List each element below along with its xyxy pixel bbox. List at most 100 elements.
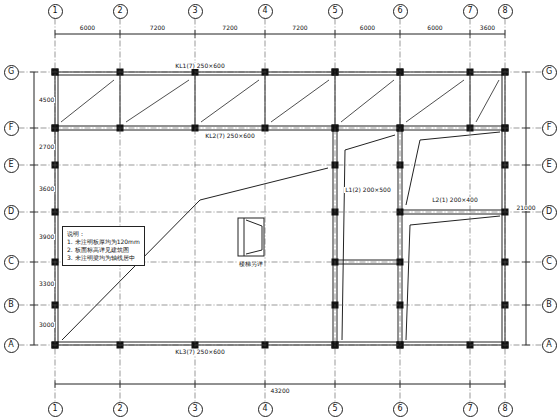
notes-box: 说明：1. 未注明板厚均为120mm2. 板面标高详见建筑图3. 未注明梁均为轴…: [62, 226, 145, 266]
slab-line: [406, 132, 500, 205]
axis-number: 2: [117, 405, 122, 413]
axis-bubble: B: [542, 298, 557, 313]
axis-bubble: 8: [498, 402, 513, 417]
axis-bubble: A: [542, 338, 557, 353]
dimension-text: 7200: [149, 25, 166, 31]
tick-line: [476, 80, 499, 122]
axis-bubble: C: [542, 255, 557, 270]
axis-number: 5: [332, 405, 337, 413]
axis-bubble: F: [4, 121, 19, 136]
axis-number: G: [546, 68, 552, 76]
dimension-text: 21000: [515, 205, 536, 211]
beam: [333, 128, 334, 345]
axis-number: 6: [397, 7, 402, 15]
beam: [400, 210, 505, 211]
note-text: 1. 未注明板厚均为120mm: [67, 238, 140, 246]
dimension-text: 3000: [38, 322, 55, 328]
axis-number: D: [8, 208, 14, 216]
axis-number: C: [8, 258, 14, 266]
axis-bubble: D: [542, 205, 557, 220]
axis-bubble: 2: [113, 402, 128, 417]
axis-number: A: [546, 341, 551, 349]
axis-bubble: F: [542, 121, 557, 136]
tick-line: [271, 80, 329, 122]
axis-number: 7: [467, 405, 472, 413]
tick-line: [61, 80, 114, 122]
dimension-line: [55, 34, 505, 35]
axis-bubble: 6: [393, 402, 408, 417]
axis-number: 4: [262, 405, 267, 413]
note-text: 2. 板面标高详见建筑图: [67, 246, 140, 254]
beam: [402, 128, 403, 345]
axis-line: [120, 19, 121, 402]
axis-line: [195, 19, 196, 402]
axis-line: [470, 19, 471, 402]
tick-line: [126, 80, 189, 122]
axis-bubble: 3: [188, 4, 203, 19]
note-text: 3. 未注明梁均为轴线居中: [67, 254, 140, 262]
slab-line: [406, 216, 500, 340]
dimension-text: 4500: [38, 97, 55, 103]
axis-bubble: 7: [463, 402, 478, 417]
axis-bubble: B: [4, 298, 19, 313]
axis-line: [19, 128, 542, 129]
axis-line: [19, 212, 542, 213]
axis-number: F: [9, 124, 14, 132]
axis-bubble: 8: [498, 4, 513, 19]
slab-line: [342, 135, 395, 340]
axis-line: [55, 19, 56, 402]
axis-number: A: [8, 341, 13, 349]
axis-number: 6: [397, 405, 402, 413]
beam: [398, 128, 399, 345]
axis-line: [335, 19, 336, 402]
dimension-text: 3600: [38, 186, 55, 192]
dimension-text: 43200: [269, 388, 290, 394]
axis-number: 3: [192, 7, 197, 15]
beam: [400, 214, 505, 215]
axis-number: 2: [117, 7, 122, 15]
dimension-text: 2700: [38, 144, 55, 150]
axis-number: D: [546, 208, 552, 216]
axis-number: C: [546, 258, 552, 266]
stair-symbol: [238, 218, 264, 256]
dimension-text: 6000: [359, 25, 376, 31]
axis-bubble: 5: [328, 4, 343, 19]
dimension-text: 7200: [221, 25, 238, 31]
axis-bubble: 3: [188, 402, 203, 417]
beam-label: KL1(7) 250×600: [174, 63, 225, 69]
axis-number: 5: [332, 7, 337, 15]
dimension-text: 3300: [38, 281, 55, 287]
axis-bubble: 6: [393, 4, 408, 19]
axis-line: [19, 165, 542, 166]
axis-number: 3: [192, 405, 197, 413]
axis-number: G: [8, 68, 14, 76]
axis-number: E: [546, 161, 551, 169]
axis-number: B: [546, 301, 552, 309]
axis-number: 8: [502, 405, 507, 413]
axis-bubble: 4: [258, 402, 273, 417]
dimension-text: 7200: [291, 25, 308, 31]
axis-bubble: 7: [463, 4, 478, 19]
axis-line: [505, 19, 506, 402]
outer-beam: [58, 75, 502, 342]
axis-bubble: 5: [328, 402, 343, 417]
axis-bubble: 1: [48, 402, 63, 417]
beam-label: L1(2) 200×500: [344, 187, 392, 193]
axis-line: [19, 345, 542, 346]
axis-number: 7: [467, 7, 472, 15]
axis-bubble: 2: [113, 4, 128, 19]
beam-label: L2(1) 200×400: [431, 197, 479, 203]
dimension-text: 3600: [479, 25, 496, 31]
axis-bubble: E: [4, 158, 19, 173]
axis-line: [265, 19, 266, 402]
beam-label: KL3(7) 250×600: [174, 349, 225, 355]
beam: [335, 260, 400, 261]
dimension-text: 3900: [38, 234, 55, 240]
axis-number: 1: [52, 7, 57, 15]
axis-bubble: G: [542, 65, 557, 80]
axis-number: F: [547, 124, 552, 132]
outer-beam: [55, 72, 505, 345]
stair-note: 楼梯另详: [238, 261, 264, 267]
dimension-text: 6000: [79, 25, 96, 31]
